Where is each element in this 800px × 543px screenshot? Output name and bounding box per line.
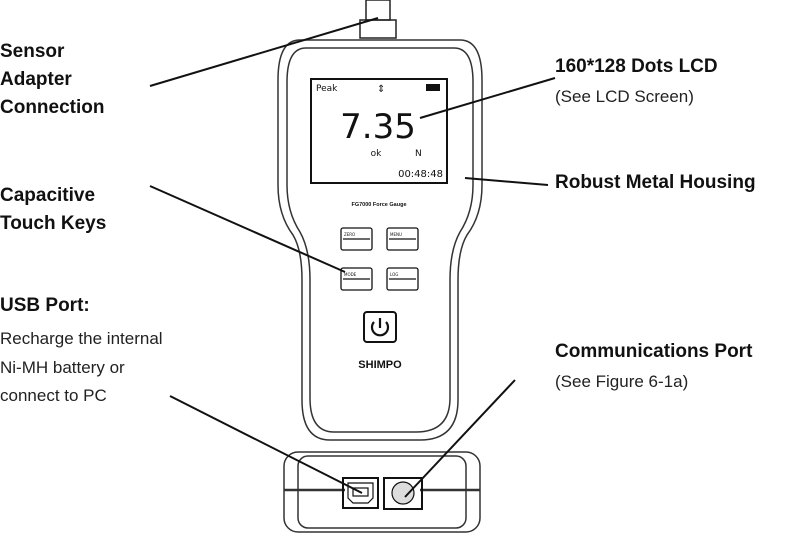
usb-label: USB Port: bbox=[0, 295, 90, 316]
sensor-connector bbox=[359, 0, 397, 39]
screen-status: ok bbox=[371, 149, 383, 159]
sensor-label-3: Connection bbox=[0, 97, 105, 118]
touch-label-2: Touch Keys bbox=[0, 213, 106, 234]
screen-time: 00:48:48 bbox=[398, 169, 443, 180]
screen-unit: N bbox=[415, 149, 422, 159]
device-body bbox=[277, 39, 483, 441]
lcd-label: 160*128 Dots LCD bbox=[555, 56, 718, 77]
sensor-label-2: Adapter bbox=[0, 69, 72, 90]
touch-keys[interactable] bbox=[340, 227, 419, 291]
housing-label: Robust Metal Housing bbox=[555, 172, 756, 193]
screen-value: 7.35 bbox=[340, 107, 416, 147]
mode-key-label: MODE bbox=[344, 272, 357, 277]
usb-desc-1: Recharge the internal bbox=[0, 329, 163, 348]
power-button[interactable] bbox=[363, 311, 397, 343]
model-label: FG7000 Force Gauge bbox=[351, 202, 406, 208]
usb-desc-2: Ni-MH battery or bbox=[0, 358, 125, 377]
menu-key-label: MENU bbox=[390, 232, 402, 237]
lcd-screen bbox=[310, 78, 448, 184]
usb-desc-3: connect to PC bbox=[0, 386, 107, 405]
lcd-sublabel: (See LCD Screen) bbox=[555, 87, 694, 106]
direction-icon: ⇕ bbox=[377, 84, 385, 95]
callout-lines bbox=[149, 17, 556, 498]
log-key-label: LOG bbox=[390, 272, 398, 277]
comm-sublabel: (See Figure 6-1a) bbox=[555, 372, 688, 391]
comm-label: Communications Port bbox=[555, 341, 753, 362]
power-icon bbox=[370, 318, 390, 337]
brand-logo: SHIMPO bbox=[358, 359, 402, 371]
battery-icon bbox=[426, 84, 440, 91]
communications-port[interactable] bbox=[383, 477, 423, 510]
screen-mode: Peak bbox=[316, 84, 338, 94]
bottom-view bbox=[283, 451, 481, 533]
usb-port[interactable] bbox=[342, 477, 379, 509]
touch-label-1: Capacitive bbox=[0, 185, 95, 206]
sensor-label-1: Sensor bbox=[0, 41, 65, 62]
zero-key-label: ZERO bbox=[344, 232, 355, 237]
